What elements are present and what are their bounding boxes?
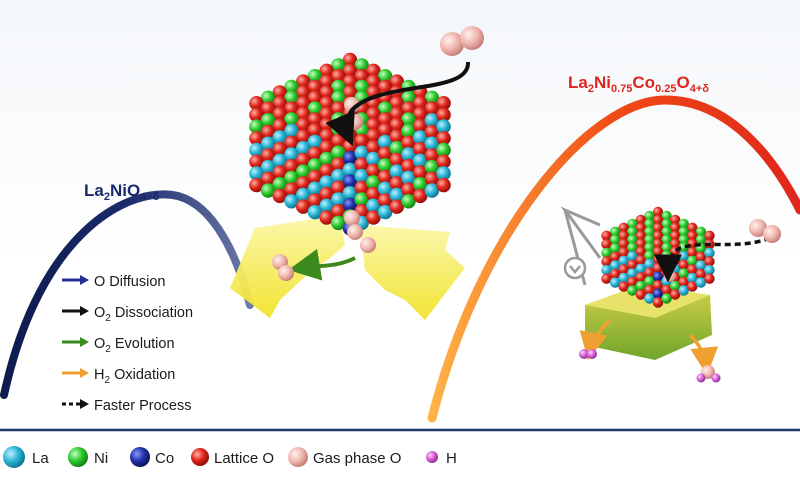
ni-atom-icon	[68, 447, 88, 467]
atom-legend-co: Co	[130, 447, 174, 467]
gas-o2-molecule-left	[272, 254, 294, 281]
legend-o2-dissociation: O2 Dissociation	[62, 305, 193, 324]
co-atom-icon	[130, 447, 150, 467]
faster-process-arrow-small	[654, 236, 771, 283]
svg-text:Co: Co	[155, 450, 174, 467]
atom-legend-ni: Ni	[68, 447, 108, 467]
atom-legend-lattice-o: Lattice O	[191, 448, 274, 467]
h2o-molecule-right	[696, 365, 721, 383]
right-compound-label: La2Ni0.75Co0.25O4+δ	[568, 73, 709, 95]
o2-dissociation-arrow-big	[325, 61, 471, 147]
surface-exchange-loop	[560, 206, 602, 286]
atom-legend-h: H	[426, 450, 457, 467]
svg-text:H: H	[446, 450, 457, 467]
yellow-arrow-right	[360, 225, 465, 320]
svg-text:Lattice O: Lattice O	[214, 450, 274, 467]
svg-text:Ni: Ni	[94, 450, 108, 467]
left-compound-label: La2NiO4+δ	[84, 181, 160, 203]
atom-legend-la: La	[3, 446, 49, 468]
h2-oxidation-arrow-small-left	[579, 318, 612, 361]
legend-h2-oxidation: H2 Oxidation	[62, 367, 175, 386]
h2-oxidation-arrow-small-right	[688, 333, 719, 376]
h-atom-icon	[426, 451, 438, 463]
atom-legend: La Ni Co Lattice O Gas phase O H	[3, 446, 457, 468]
left-energy-curve	[0, 190, 254, 399]
o2-evolution-arrow-big	[288, 248, 356, 281]
legend-o-diffusion: O Diffusion	[62, 274, 165, 290]
atom-legend-gas-o: Gas phase O	[288, 447, 401, 467]
process-legend: O Diffusion O2 Dissociation O2 Evolution…	[62, 274, 193, 414]
svg-text:Gas phase O: Gas phase O	[313, 450, 401, 467]
right-energy-curve	[427, 95, 800, 423]
svg-text:Faster Process: Faster Process	[94, 398, 192, 414]
large-crystal-lattice	[249, 52, 451, 253]
lattice-o-atom-icon	[191, 448, 209, 466]
legend-faster-process: Faster Process	[62, 398, 192, 414]
svg-text:O2 Dissociation: O2 Dissociation	[94, 305, 193, 324]
legend-o2-evolution: O2 Evolution	[62, 336, 175, 355]
svg-text:O Diffusion: O Diffusion	[94, 274, 165, 290]
small-crystal-lattice	[601, 206, 715, 308]
gas-o2-molecule-small	[749, 219, 781, 243]
la-atom-icon	[3, 446, 25, 468]
gas-phase-o-atom-icon	[288, 447, 308, 467]
svg-text:O2 Evolution: O2 Evolution	[94, 336, 175, 355]
gas-o2-molecule-top	[440, 26, 484, 56]
svg-text:H2 Oxidation: H2 Oxidation	[94, 367, 175, 386]
svg-text:La: La	[32, 450, 49, 467]
h2-molecule-left	[579, 349, 597, 359]
